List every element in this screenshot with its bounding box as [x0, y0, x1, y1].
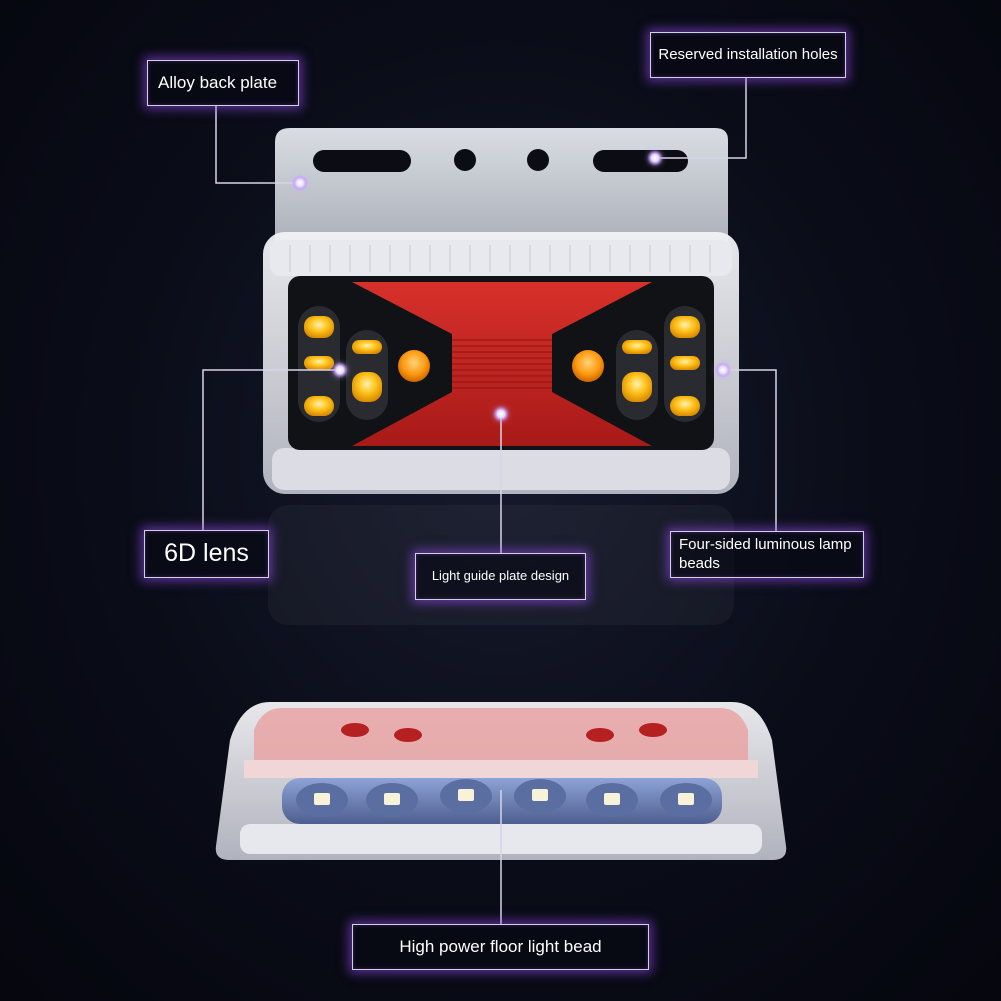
mounting-slot-right — [593, 150, 688, 172]
callout-four-sided-beads-text: Four-sided luminous lamp beads — [679, 535, 852, 572]
led-cluster-left — [298, 306, 430, 422]
alloy-back-plate — [275, 128, 728, 250]
mounting-hole-1 — [454, 149, 476, 171]
floor-led-strip — [282, 778, 722, 824]
lamp-housing-front — [263, 232, 739, 494]
callout-alloy-back-plate-text: Alloy back plate — [158, 73, 278, 93]
lamp-housing-side — [215, 702, 787, 860]
callout-four-sided-beads: Four-sided luminous lamp beads — [670, 531, 864, 578]
callout-reserved-holes-text: Reserved installation holes — [658, 45, 838, 63]
callout-light-guide-text: Light guide plate design — [431, 568, 570, 584]
mounting-slot-left — [313, 150, 411, 172]
floor-led-beads — [296, 779, 712, 817]
callout-6d-lens-text: 6D lens — [164, 539, 249, 568]
callout-6d-lens: 6D lens — [144, 530, 269, 578]
callout-light-guide: Light guide plate design — [415, 553, 586, 600]
leader-lines — [202, 78, 777, 924]
callout-reserved-holes: Reserved installation holes — [650, 32, 846, 78]
callout-alloy-back-plate: Alloy back plate — [147, 60, 299, 106]
led-cluster-right — [572, 306, 706, 422]
mounting-hole-2 — [527, 149, 549, 171]
callout-floor-light-bead-text: High power floor light bead — [399, 937, 602, 957]
callout-dots — [292, 150, 731, 422]
callout-floor-light-bead: High power floor light bead — [352, 924, 649, 970]
